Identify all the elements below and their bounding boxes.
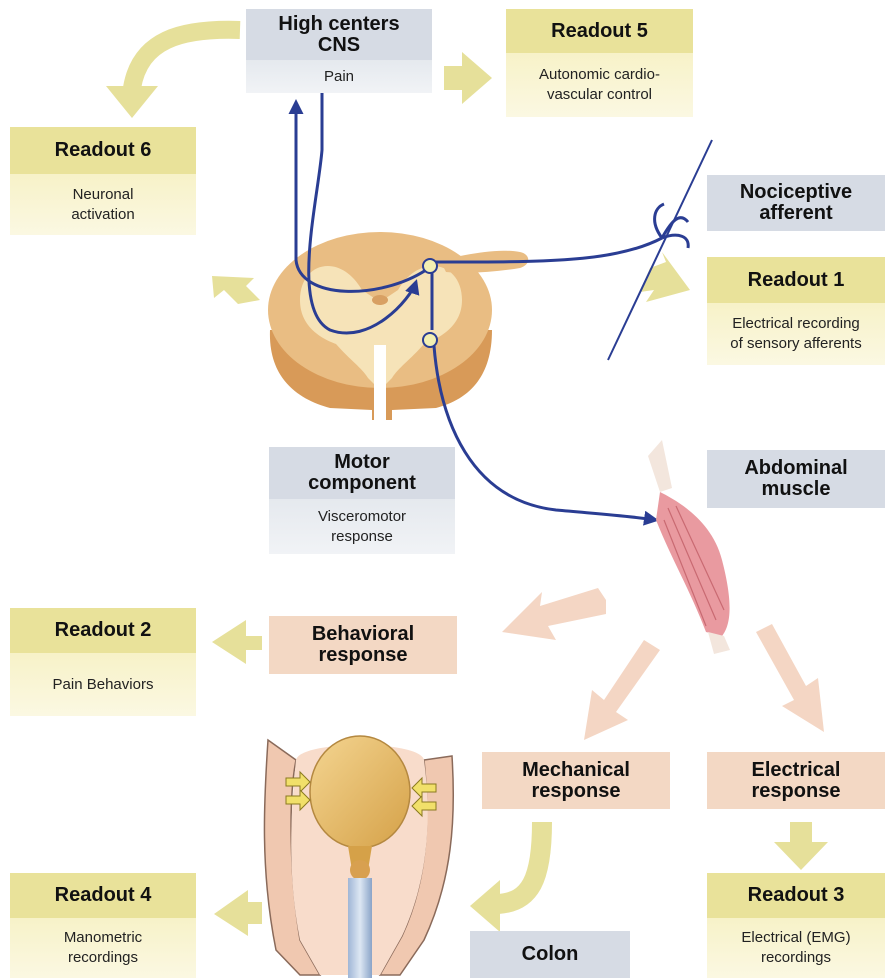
readout1-box: Readout 1 Electrical recording of sensor…: [707, 257, 885, 365]
motor-title: Motor component: [308, 452, 416, 494]
readout4-sub: Manometric recordings: [64, 928, 142, 968]
balloon-tip: [350, 860, 370, 880]
arrow-to-readout3: [774, 822, 828, 870]
colon-head: Colon: [470, 931, 630, 978]
arrow-to-readout5: [444, 52, 492, 104]
synapse-ventral: [423, 333, 437, 347]
behavioral-response-box: Behavioral response: [269, 616, 457, 674]
readout4-box: Readout 4 Manometric recordings: [10, 873, 196, 978]
readout5-title: Readout 5: [551, 21, 648, 42]
afferent-branch-3: [655, 204, 664, 238]
readout6-box: Readout 6 Neuronal activation: [10, 127, 196, 235]
synapse-dorsal: [423, 259, 437, 273]
muscle-tendon-top: [648, 440, 672, 492]
readout1-title: Readout 1: [748, 270, 845, 291]
readout6-head: Readout 6: [10, 127, 196, 174]
readout3-body: Electrical (EMG) recordings: [707, 918, 885, 978]
muscle-belly: [656, 492, 730, 636]
central-canal: [372, 295, 388, 305]
readout5-box: Readout 5 Autonomic cardio- vascular con…: [506, 9, 693, 117]
readout2-head: Readout 2: [10, 608, 196, 653]
motor-component-box: Motor component Visceromotor response: [269, 447, 455, 554]
abdominal-head: Abdominal muscle: [707, 450, 885, 508]
colon-box: Colon: [470, 931, 630, 978]
readout3-sub: Electrical (EMG) recordings: [741, 928, 850, 968]
arrow-to-readout6: [132, 30, 240, 88]
arrow-spinal-upleft: [212, 276, 260, 304]
readout5-sub: Autonomic cardio- vascular control: [539, 65, 660, 105]
arrow-to-readout4: [214, 890, 262, 936]
readout4-head: Readout 4: [10, 873, 196, 918]
high-centers-sub: Pain: [324, 67, 354, 87]
readout6-body: Neuronal activation: [10, 174, 196, 235]
readout3-box: Readout 3 Electrical (EMG) recordings: [707, 873, 885, 978]
nociceptive-head: Nociceptive afferent: [707, 175, 885, 231]
abdominal-muscle-box: Abdominal muscle: [707, 450, 885, 508]
high-centers-box: High centers CNS Pain: [246, 9, 432, 93]
readout2-sub: Pain Behaviors: [53, 675, 154, 695]
readout1-sub: Electrical recording of sensory afferent…: [730, 314, 861, 354]
colon-illustration: [264, 736, 453, 978]
readout2-box: Readout 2 Pain Behaviors: [10, 608, 196, 716]
arrow-to-behavioral: [502, 588, 606, 640]
arrow-to-mechanical: [584, 640, 660, 740]
electrical-title: Electrical response: [752, 760, 841, 802]
balloon: [310, 736, 410, 848]
readout2-body: Pain Behaviors: [10, 653, 196, 716]
nociceptive-box: Nociceptive afferent: [707, 175, 885, 231]
readout6-sub: Neuronal activation: [71, 185, 134, 225]
spinal-cord: [268, 232, 528, 420]
arrow-mech-to-colon: [498, 822, 542, 904]
motor-sub: Visceromotor response: [318, 507, 406, 547]
readout4-title: Readout 4: [55, 885, 152, 906]
readout3-head: Readout 3: [707, 873, 885, 918]
arrow-mech-to-colon-head: [470, 880, 500, 932]
readout1-head: Readout 1: [707, 257, 885, 303]
electrical-response-box: Electrical response: [707, 752, 885, 809]
mechanical-title: Mechanical response: [522, 760, 630, 802]
readout5-head: Readout 5: [506, 9, 693, 53]
nociceptive-title: Nociceptive afferent: [740, 182, 852, 224]
high-centers-body: Pain: [246, 60, 432, 93]
readout5-body: Autonomic cardio- vascular control: [506, 53, 693, 117]
muscle-tendon-bottom: [708, 632, 730, 654]
arrow-to-readout2: [212, 620, 262, 664]
abdominal-title: Abdominal muscle: [744, 458, 847, 500]
motor-head: Motor component: [269, 447, 455, 499]
arrow-to-readout6-head: [106, 86, 158, 118]
arrow-to-electrical: [756, 624, 824, 732]
colon-title: Colon: [522, 944, 579, 965]
readout4-body: Manometric recordings: [10, 918, 196, 978]
pink-arrows: [502, 588, 824, 740]
catheter: [348, 878, 372, 978]
motor-body: Visceromotor response: [269, 499, 455, 554]
ventral-fissure: [374, 345, 386, 420]
readout3-title: Readout 3: [748, 885, 845, 906]
mechanical-response-box: Mechanical response: [482, 752, 670, 809]
high-centers-title: High centers CNS: [278, 14, 399, 56]
readout2-title: Readout 2: [55, 620, 152, 641]
readout1-body: Electrical recording of sensory afferent…: [707, 303, 885, 365]
readout6-title: Readout 6: [55, 140, 152, 161]
high-centers-head: High centers CNS: [246, 9, 432, 60]
behavioral-title: Behavioral response: [312, 624, 414, 666]
sensory-line: [608, 140, 712, 360]
